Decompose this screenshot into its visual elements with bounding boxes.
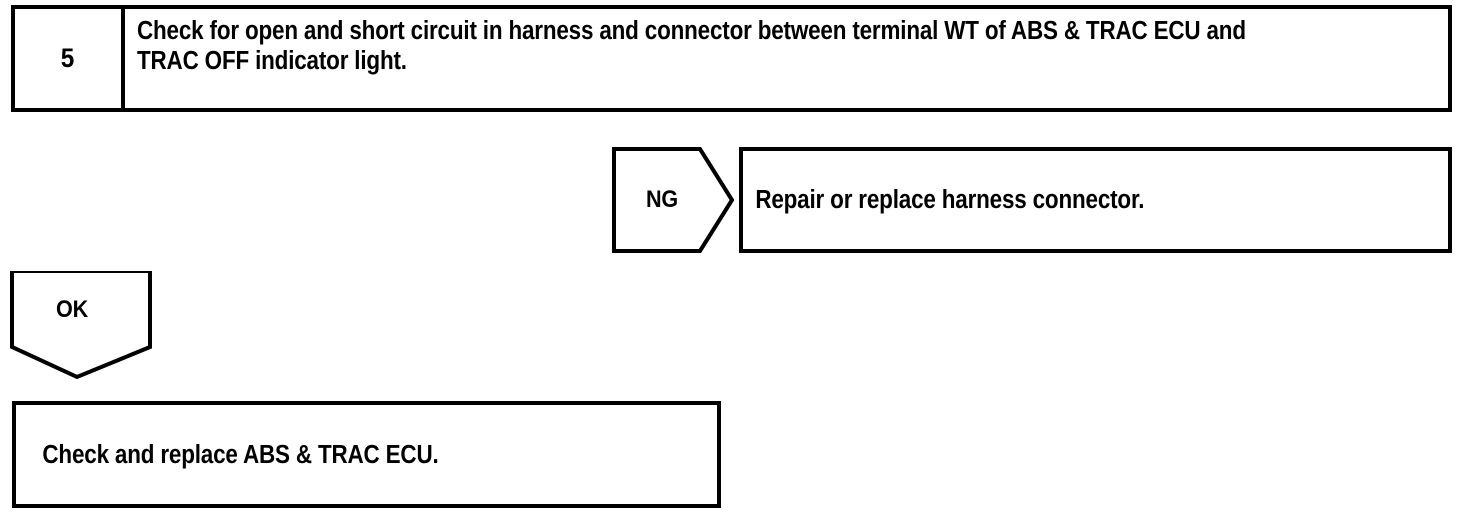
step-row: 5 Check for open and short circuit in ha… [11,5,1452,112]
ng-result-text: Repair or replace harness connector. [755,186,1145,214]
ok-pentagon-shape [10,271,152,380]
branch-arrow-ng [612,147,734,253]
ng-result-box: Repair or replace harness connector. [739,147,1452,253]
ok-result-text: Check and replace ABS & TRAC ECU. [42,440,439,469]
ng-pentagon-shape [612,147,734,253]
step-number: 5 [61,43,75,73]
step-instruction-cell: Check for open and short circuit in harn… [125,9,1448,108]
ok-result-box: Check and replace ABS & TRAC ECU. [12,401,721,508]
branch-arrow-ok [10,271,152,381]
step-instruction-text: Check for open and short circuit in harn… [137,17,1252,75]
step-number-cell: 5 [15,9,125,108]
